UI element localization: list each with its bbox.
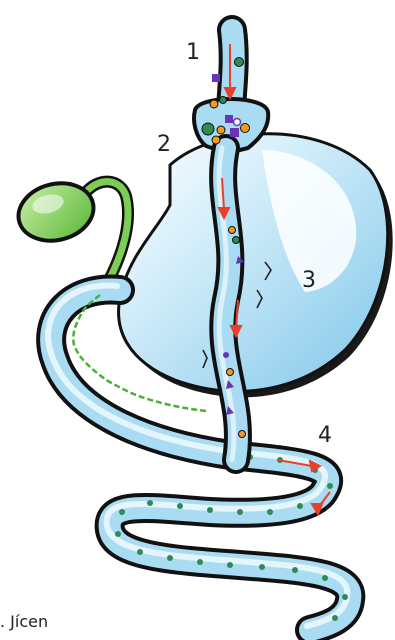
label-1: 1 (186, 42, 200, 64)
label-3: 3 (302, 270, 316, 292)
gallbladder (12, 176, 128, 278)
label-4: 4 (318, 425, 332, 447)
caption: . Jícen (0, 612, 48, 631)
stomach (119, 134, 393, 398)
label-2: 2 (157, 134, 171, 156)
